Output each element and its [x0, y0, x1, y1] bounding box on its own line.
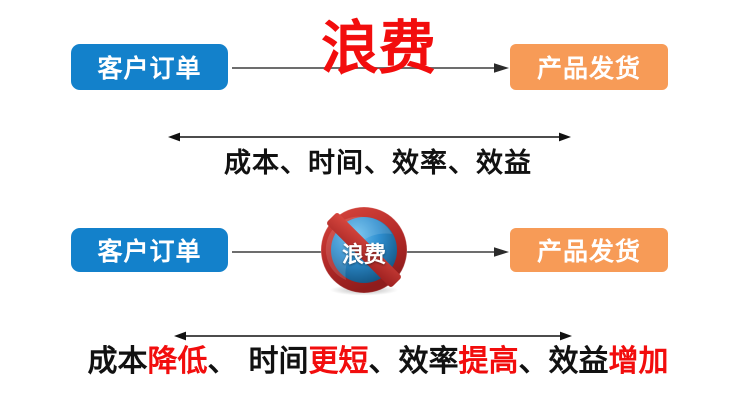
- caption-metrics-bottom: 成本降低、时间更短、效率提高、效益增加: [0, 336, 756, 380]
- caption-bottom-segment-5: 、: [368, 344, 399, 379]
- caption-bottom-segment-2: 、: [207, 344, 238, 379]
- caption-bottom-segment-10: 增加: [608, 344, 669, 379]
- caption-bottom-segment-7: 提高: [458, 344, 519, 379]
- caption-bottom-segment-9: 效益: [548, 344, 609, 379]
- caption-bottom-segment-4: 更短: [308, 344, 369, 379]
- caption-bottom-segment-6: 效率: [398, 344, 459, 379]
- caption-bottom-segment-0: 成本: [87, 344, 148, 379]
- measure-arrow-top: [168, 128, 571, 142]
- caption-metrics-top: 成本、时间、效率、效益: [0, 141, 756, 180]
- caption-bottom-segment-1: 降低: [147, 344, 208, 379]
- process-box-customer-order-bottom[interactable]: 客户订单: [71, 228, 228, 272]
- process-box-customer-order-top[interactable]: 客户订单: [71, 44, 228, 90]
- measure-arrow-bottom: [174, 327, 572, 341]
- flow-arrow-right-top: [232, 60, 509, 74]
- caption-top-segment-0: 成本、时间、效率、效益: [224, 148, 532, 179]
- caption-bottom-segment-8: 、: [518, 344, 549, 379]
- process-box-product-shipment-top[interactable]: 产品发货: [510, 44, 668, 90]
- process-box-product-shipment-bottom[interactable]: 产品发货: [510, 228, 668, 272]
- prohibition-sign-icon: 浪费: [316, 206, 412, 296]
- caption-bottom-segment-3: 时间: [248, 344, 309, 379]
